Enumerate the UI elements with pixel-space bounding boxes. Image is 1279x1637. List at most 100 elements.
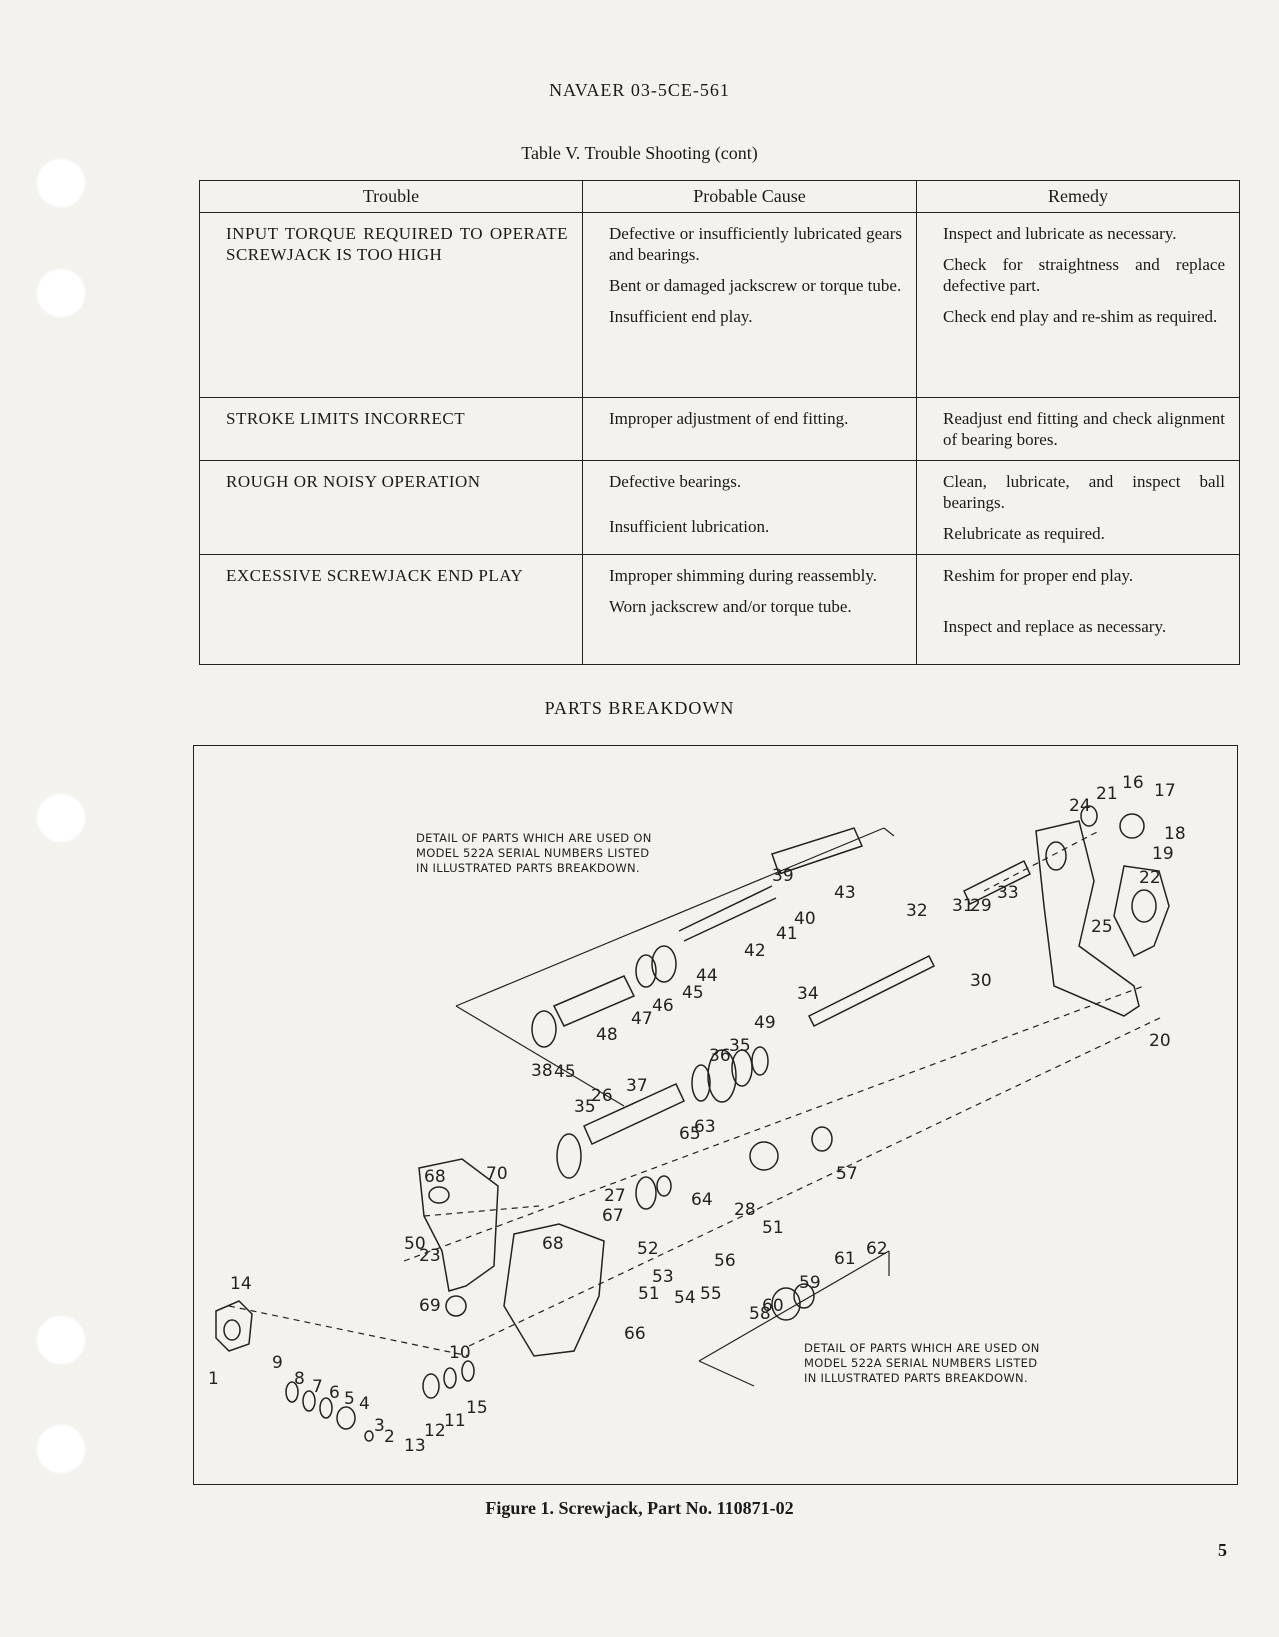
callout-label: 54 [674, 1288, 696, 1308]
cause-text: Bent or damaged jackscrew or torque tube… [609, 276, 902, 295]
callout-label: 4 [359, 1394, 370, 1414]
binder-hole [36, 793, 86, 843]
trouble-cell: STROKE LIMITS INCORRECT [199, 397, 583, 461]
remedy-cell: Clean, lubricate, and inspect ball beari… [916, 460, 1240, 555]
callout-label: 64 [691, 1190, 713, 1210]
trouble-text: STROKE LIMITS INCORRECT [226, 409, 466, 428]
callout-label: 67 [602, 1206, 624, 1226]
callout-label: 28 [734, 1200, 756, 1220]
callout-label: 51 [762, 1218, 784, 1238]
column-header-remedy: Remedy [916, 180, 1240, 213]
page-number: 5 [1218, 1540, 1227, 1560]
callout-label: 7 [312, 1377, 323, 1397]
table-row: INPUT TORQUE REQUIRED TO OPERATE SCREWJA… [199, 212, 1240, 398]
callout-label: 46 [652, 996, 674, 1016]
callout-label: 70 [486, 1164, 508, 1184]
callout-label: 27 [604, 1186, 626, 1206]
callout-label: 45 [682, 983, 704, 1003]
callout-label: 6 [329, 1383, 340, 1403]
detail-note-bottom: DETAIL OF PARTS WHICH ARE USED ON MODEL … [804, 1341, 1040, 1385]
callout-label: 41 [776, 924, 798, 944]
remedy-text: Relubricate as required. [943, 524, 1105, 543]
detail-note-line: IN ILLUSTRATED PARTS BREAKDOWN. [416, 861, 640, 875]
callout-label: 65 [679, 1124, 701, 1144]
callout-label: 38 [531, 1061, 553, 1081]
callout-label: 51 [638, 1284, 660, 1304]
figure-caption: Figure 1. Screwjack, Part No. 110871-02 [485, 1498, 794, 1518]
callout-label: 8 [294, 1369, 305, 1389]
trouble-shooting-table: Trouble Probable Cause Remedy INPUT TORQ… [199, 180, 1240, 665]
callout-label: 31 [952, 896, 974, 916]
callout-label: 5 [344, 1389, 355, 1409]
callout-label: 39 [772, 866, 794, 886]
cause-cell: Improper adjustment of end fitting. [582, 397, 917, 461]
callout-label: 22 [1139, 868, 1161, 888]
callout-label: 30 [970, 971, 992, 991]
detail-note-line: IN ILLUSTRATED PARTS BREAKDOWN. [804, 1371, 1028, 1385]
table-title: Table V. Trouble Shooting (cont) [521, 143, 758, 163]
trouble-cell: ROUGH OR NOISY OPERATION [199, 460, 583, 555]
trouble-text: EXCESSIVE SCREWJACK END PLAY [226, 566, 524, 585]
cause-text: Improper shimming during reassembly. [609, 566, 878, 585]
callout-label: 18 [1164, 824, 1186, 844]
remedy-cell: Inspect and lubricate as necessary. Chec… [916, 212, 1240, 398]
parts-breakdown-heading: PARTS BREAKDOWN [544, 698, 735, 718]
callout-label: 21 [1096, 784, 1118, 804]
remedy-text: Inspect and lubricate as necessary. [943, 224, 1177, 243]
remedy-text: Check end play and re-shim as required. [943, 307, 1218, 326]
callout-label: 15 [466, 1398, 488, 1418]
callout-label: 62 [866, 1239, 888, 1259]
trouble-cell: INPUT TORQUE REQUIRED TO OPERATE SCREWJA… [199, 212, 583, 398]
cause-cell: Defective or insufficiently lubricated g… [582, 212, 917, 398]
table-row: ROUGH OR NOISY OPERATION Defective beari… [199, 460, 1240, 555]
trouble-text: INPUT TORQUE REQUIRED TO OPERATE SCREWJA… [226, 224, 568, 264]
callout-label: 1 [208, 1369, 219, 1389]
remedy-text: Check for straightness and replace defec… [943, 255, 1225, 295]
callout-label: 57 [836, 1164, 858, 1184]
callout-label: 12 [424, 1421, 446, 1441]
cause-text: Insufficient lubrication. [609, 517, 770, 536]
callout-label: 35 [729, 1036, 751, 1056]
callout-label: 43 [834, 883, 856, 903]
callout-label: 17 [1154, 781, 1176, 801]
callout-label: 47 [631, 1009, 653, 1029]
cause-text: Defective or insufficiently lubricated g… [609, 224, 902, 264]
callout-label: 20 [1149, 1031, 1171, 1051]
callout-label: 25 [1091, 917, 1113, 937]
binder-hole [36, 1315, 86, 1365]
drawing-linework [215, 805, 1170, 1442]
callout-label: 52 [637, 1239, 659, 1259]
callout-label: 33 [997, 883, 1019, 903]
callout-label: 66 [624, 1324, 646, 1344]
callout-label: 9 [272, 1353, 283, 1373]
table-row: STROKE LIMITS INCORRECT Improper adjustm… [199, 397, 1240, 461]
callout-label: 19 [1152, 844, 1174, 864]
callout-label: 11 [444, 1411, 466, 1431]
cause-text: Worn jackscrew and/or torque tube. [609, 597, 852, 616]
remedy-text: Readjust end fitting and check alignment… [943, 409, 1225, 449]
callout-label: 2 [384, 1427, 395, 1447]
callout-label: 53 [652, 1267, 674, 1287]
callout-label: 14 [230, 1274, 252, 1294]
exploded-view-figure: DETAIL OF PARTS WHICH ARE USED ON MODEL … [193, 745, 1238, 1485]
callout-label: 61 [834, 1249, 856, 1269]
callout-label: 32 [906, 901, 928, 921]
drawing-centerlines [228, 830, 1165, 1357]
callout-label: 16 [1122, 773, 1144, 793]
callout-label: 56 [714, 1251, 736, 1271]
remedy-cell: Readjust end fitting and check alignment… [916, 397, 1240, 461]
detail-note-line: DETAIL OF PARTS WHICH ARE USED ON [804, 1341, 1040, 1355]
callout-label: 49 [754, 1013, 776, 1033]
callout-label: 69 [419, 1296, 441, 1316]
table-header-row: Trouble Probable Cause Remedy [199, 180, 1240, 213]
callout-label: 63 [694, 1117, 716, 1137]
binder-hole [36, 1424, 86, 1474]
remedy-text: Inspect and replace as necessary. [943, 617, 1167, 636]
cause-text: Insufficient end play. [609, 307, 753, 326]
cause-text: Defective bearings. [609, 472, 742, 491]
callout-label: 58 [749, 1304, 771, 1324]
callout-label: 48 [596, 1025, 618, 1045]
callout-label: 44 [696, 966, 718, 986]
callout-label: 45 [554, 1062, 576, 1082]
callout-label: 36 [709, 1046, 731, 1066]
